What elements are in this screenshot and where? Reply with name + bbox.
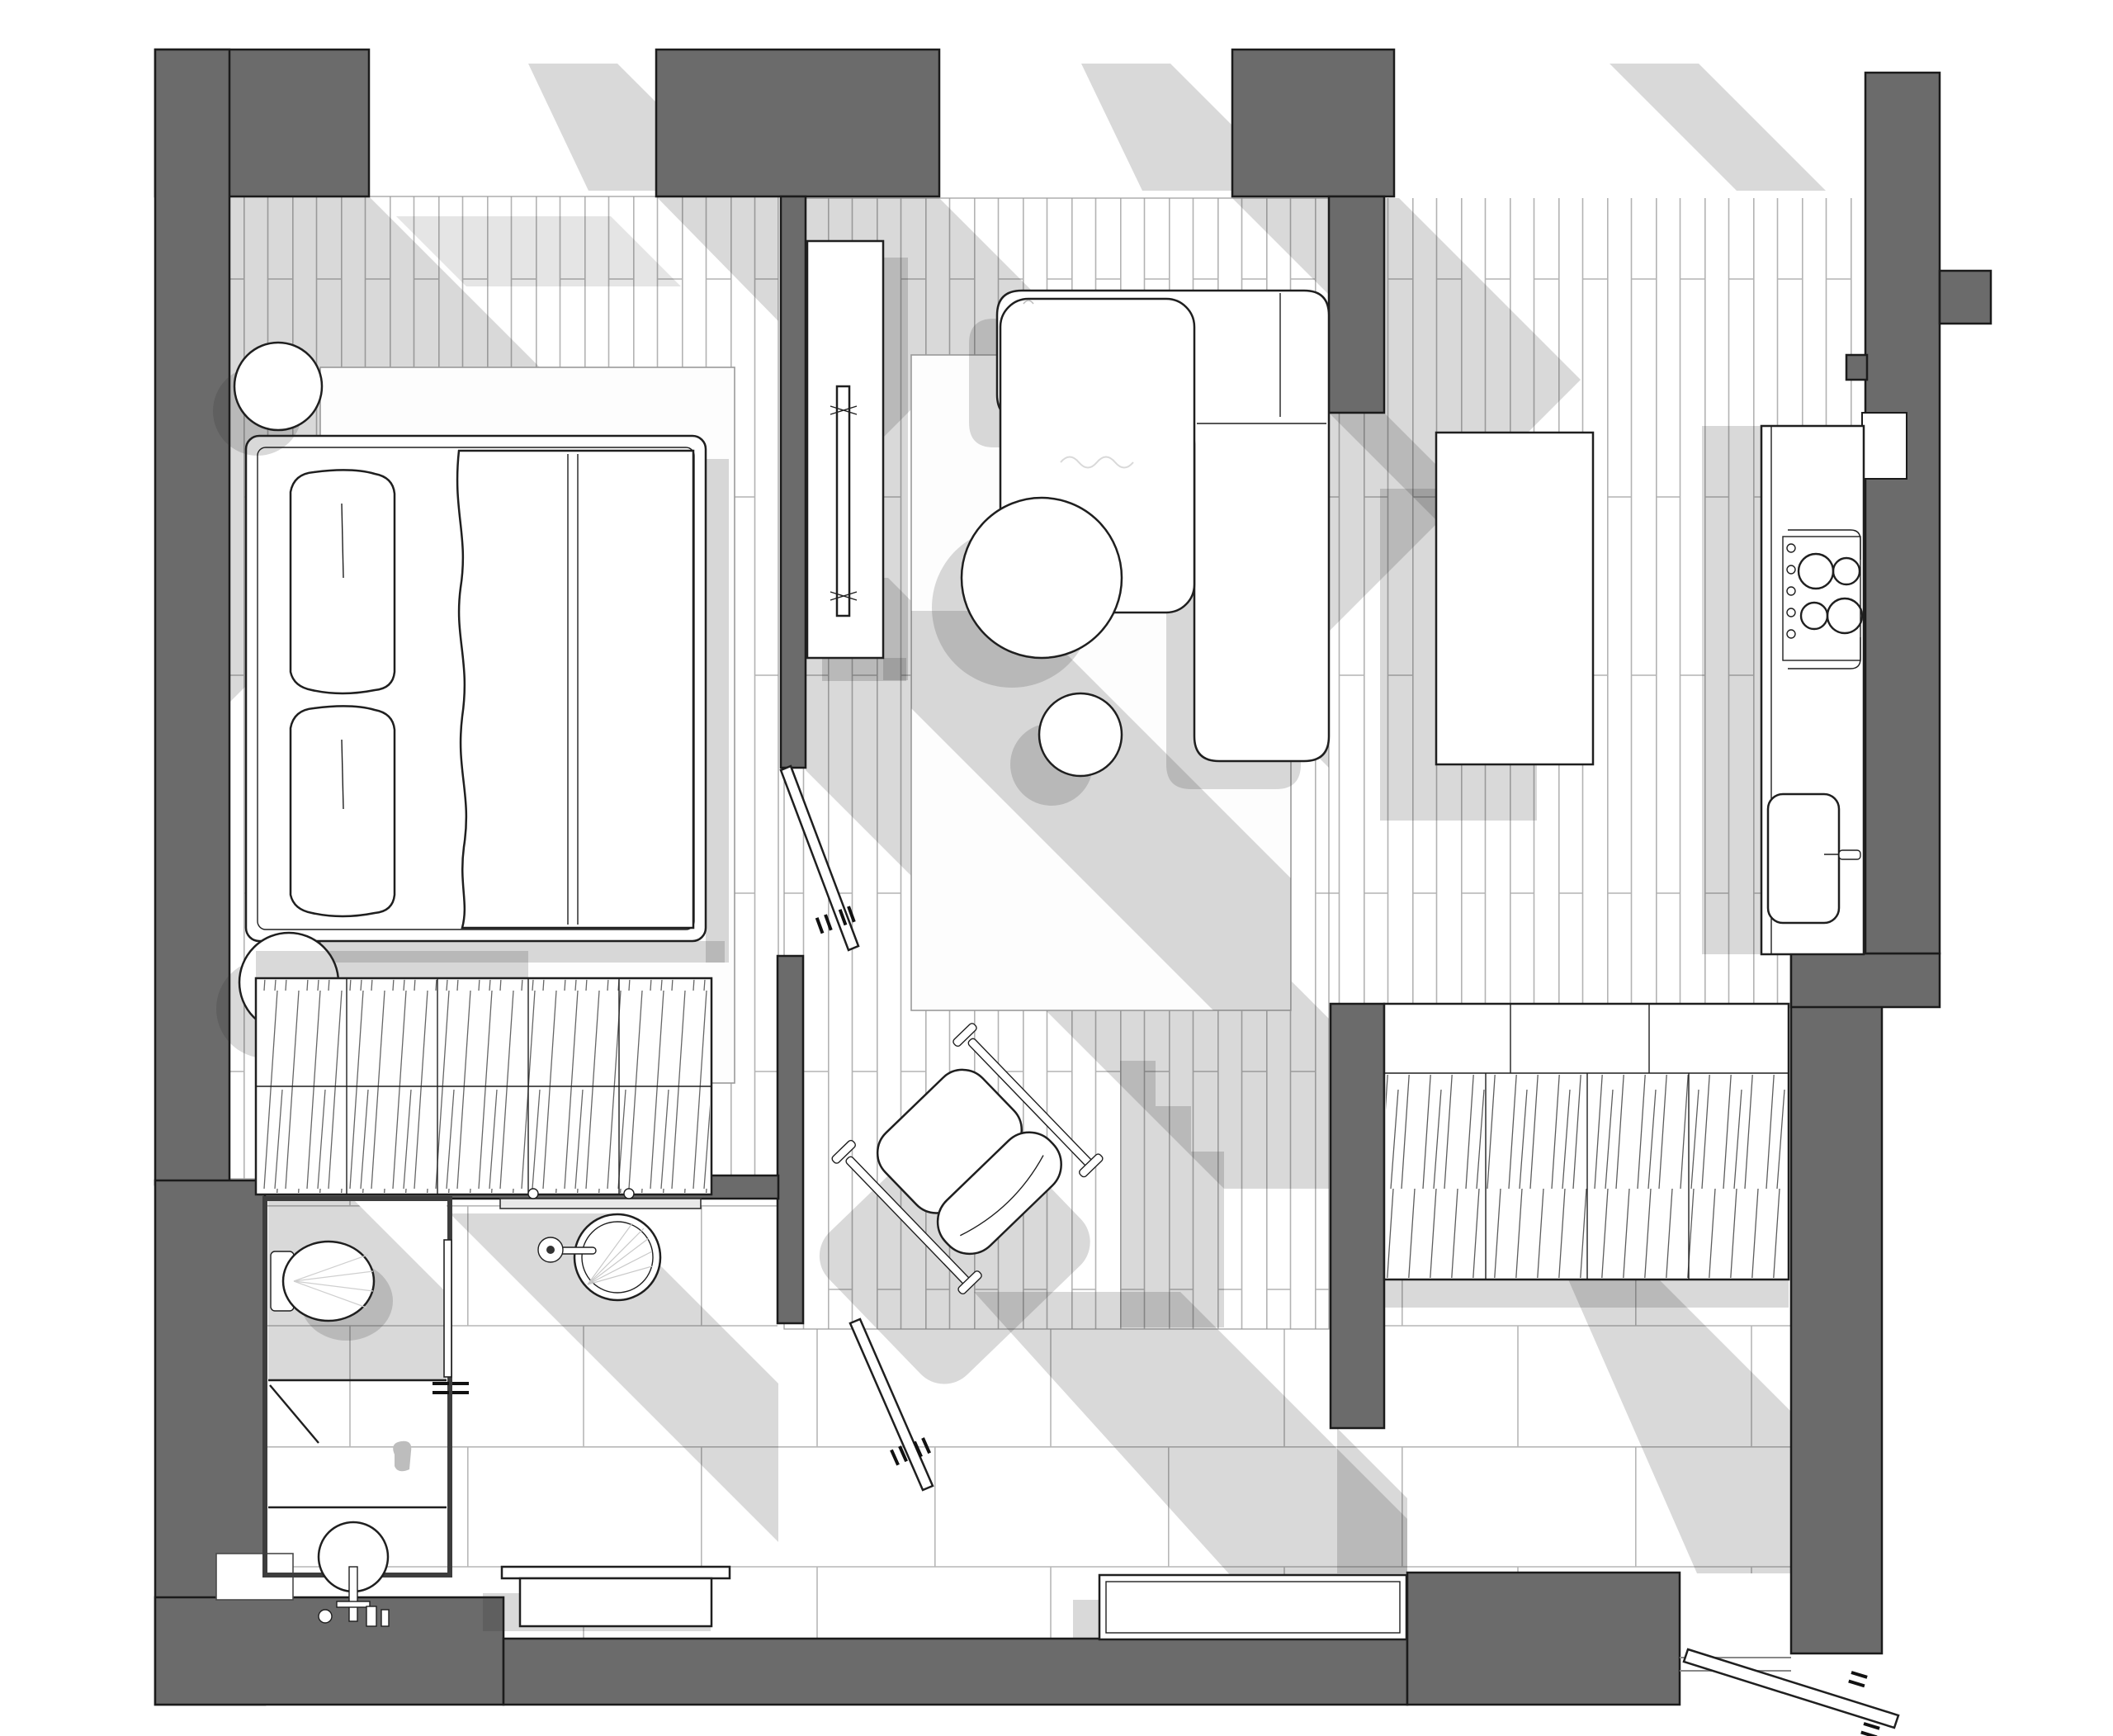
wall-hook	[537, 1237, 597, 1263]
bathroom-door-leaf	[443, 1239, 452, 1378]
interior-doors	[779, 764, 934, 1492]
cooktop	[1782, 529, 1864, 669]
entry-wardrobe	[1383, 1002, 1790, 1308]
double-bed	[244, 434, 707, 943]
kitchen-counter	[1760, 424, 1865, 956]
bed-shadow	[272, 941, 725, 963]
round-nightstand-top	[233, 341, 324, 432]
coat-hook	[623, 1188, 635, 1199]
wall-bedroom-east	[779, 195, 807, 769]
kitchen-dining	[1380, 424, 1865, 956]
hall-tile-floor	[265, 1199, 1791, 1639]
wall-hall-divider	[776, 954, 805, 1325]
toiletries	[366, 1606, 377, 1627]
wall-east-lower	[1789, 952, 1884, 1655]
faucet	[1838, 849, 1861, 860]
bathroom	[262, 1196, 470, 1627]
wall-east-jog	[1789, 952, 1941, 1009]
wall-entry-east-stub	[1329, 1002, 1386, 1430]
armchair	[819, 1023, 1104, 1384]
blanket	[456, 449, 695, 929]
bed-shadow-side	[706, 459, 729, 963]
exterior-duct-box	[1938, 269, 1992, 325]
round-coffee-table-large	[960, 496, 1123, 660]
hallway	[483, 1188, 731, 1631]
hall-bench-top	[500, 1565, 731, 1580]
wall-top-right	[1231, 48, 1396, 198]
bedroom-door	[779, 764, 860, 952]
bedroom	[213, 341, 735, 1196]
armchair-back	[936, 1131, 1062, 1256]
entry-hall	[819, 1002, 1900, 1736]
kitchen-sink	[1766, 792, 1861, 925]
wall-west	[154, 48, 231, 1186]
wall-east-step	[1845, 353, 1869, 381]
entry-bench	[1098, 1573, 1408, 1641]
toilet	[270, 1240, 393, 1341]
wall-dining-column	[1327, 195, 1386, 414]
round-mirror	[573, 1213, 662, 1302]
round-coffee-table-small	[1038, 692, 1123, 778]
coat-hook	[527, 1188, 539, 1199]
shower-door	[269, 1384, 319, 1444]
wall-top-mid	[655, 48, 941, 198]
shower-drain	[393, 1440, 412, 1472]
entrance-door-leaf	[1682, 1648, 1900, 1729]
basin-faucet	[348, 1566, 358, 1622]
rug-swath-shadow	[911, 611, 1291, 1010]
kitchen-wall-niche	[1861, 412, 1907, 480]
entrance-door	[1680, 1648, 1900, 1736]
tv-console-shadow-2	[822, 658, 906, 681]
toiletries	[381, 1609, 390, 1627]
pillows	[289, 469, 396, 918]
washbasin	[317, 1521, 390, 1627]
walls	[154, 48, 1992, 1706]
dining-table	[1435, 431, 1595, 766]
wall-south-3	[1406, 1571, 1681, 1706]
hallway-door	[849, 1317, 934, 1492]
hall-bench	[518, 1577, 713, 1628]
toiletries	[318, 1609, 333, 1624]
tv	[830, 385, 858, 617]
tv-console-shadow	[883, 258, 908, 680]
coat-shelf	[499, 1198, 702, 1209]
wall-south-2	[502, 1637, 1409, 1706]
sliding-wardrobe	[254, 951, 713, 1196]
living-room	[806, 239, 1331, 1011]
entry-bench-top	[1105, 1581, 1401, 1634]
wall-east-upper	[1864, 71, 1941, 955]
